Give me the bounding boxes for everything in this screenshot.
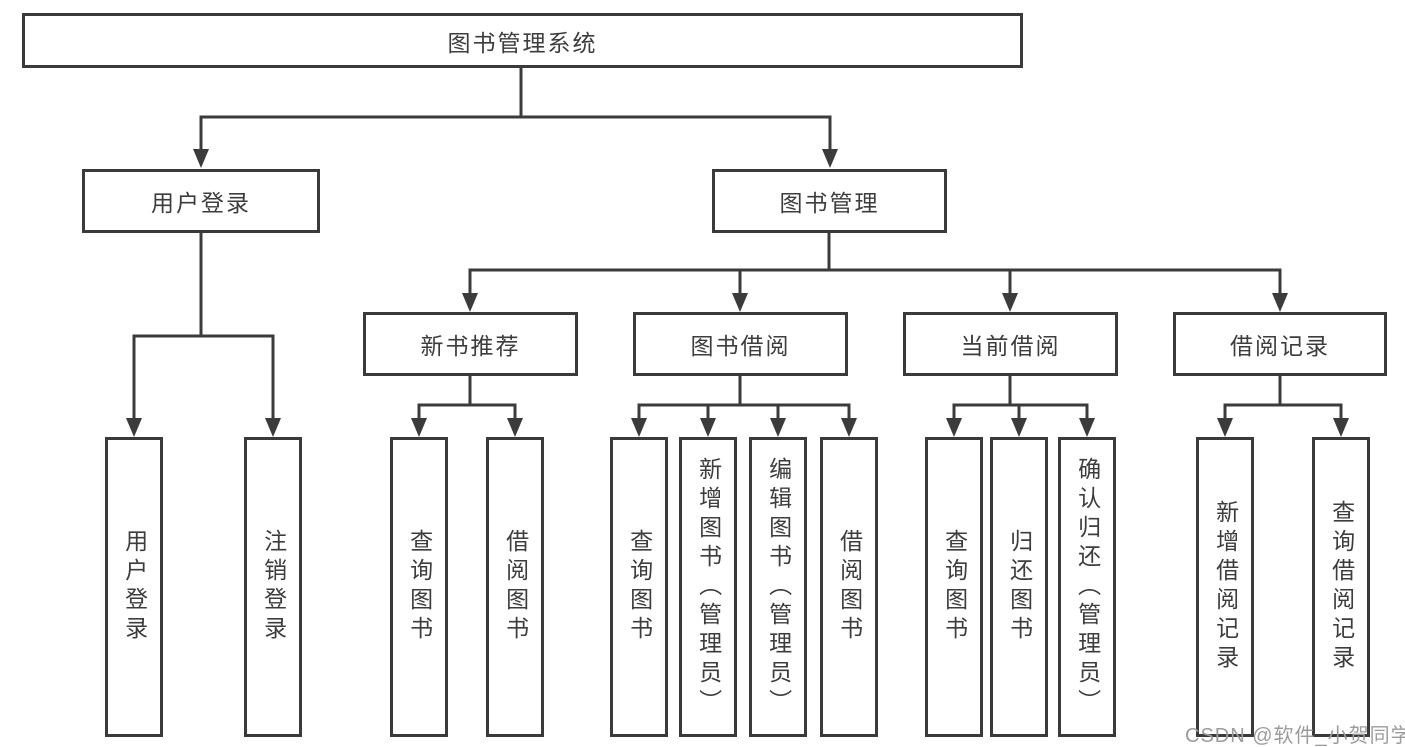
node-root-system: 图书管理系统 xyxy=(22,13,1023,68)
arrowhead xyxy=(732,293,748,312)
leaf-add-borrow-record: 新增借阅记录 xyxy=(1196,437,1254,737)
arrowhead xyxy=(1011,418,1027,437)
node-current-borrowing: 当前借阅 xyxy=(903,312,1118,376)
arrowhead xyxy=(1079,418,1095,437)
leaf-query-books-2: 查询图书 xyxy=(610,437,668,737)
arrowhead xyxy=(126,418,142,437)
arrowhead xyxy=(193,149,209,168)
node-user-login-label: 用户登录 xyxy=(151,190,251,216)
node-new-book-recommend: 新书推荐 xyxy=(363,312,578,376)
arrowhead xyxy=(1002,293,1018,312)
node-borrow-records: 借阅记录 xyxy=(1173,312,1387,376)
arrowhead xyxy=(1333,418,1349,437)
arrowhead xyxy=(1272,293,1288,312)
arrowhead xyxy=(265,418,281,437)
leaf-logout: 注销登录 xyxy=(244,437,302,737)
leaf-query-books-2-label: 查询图书 xyxy=(626,529,653,645)
leaf-return-books: 归还图书 xyxy=(990,437,1048,737)
node-borrow-records-label: 借阅记录 xyxy=(1230,333,1330,359)
leaf-edit-books-admin: 编辑图书（管理员） xyxy=(749,437,807,737)
leaf-borrow-books-2-label: 借阅图书 xyxy=(836,529,863,645)
csdn-watermark: CSDN @软件_小贺同学 xyxy=(1185,725,1405,747)
leaf-confirm-return-admin-label: 确认归还（管理员） xyxy=(1074,456,1101,718)
leaf-add-borrow-record-label: 新增借阅记录 xyxy=(1212,500,1239,674)
node-root-label: 图书管理系统 xyxy=(447,29,598,56)
connector-newbooks-to-leaves xyxy=(417,376,517,420)
leaf-borrow-books-1-label: 借阅图书 xyxy=(502,529,529,645)
leaf-edit-books-admin-label: 编辑图书（管理员） xyxy=(765,456,792,718)
node-book-borrowing-label: 图书借阅 xyxy=(690,333,791,359)
leaf-query-books-1-label: 查询图书 xyxy=(406,529,433,645)
node-book-management: 图书管理 xyxy=(712,169,947,233)
arrowhead xyxy=(946,418,962,437)
arrowhead xyxy=(411,418,427,437)
connector-userlogin-to-leaves xyxy=(132,233,275,420)
node-book-borrowing: 图书借阅 xyxy=(633,312,848,376)
leaf-query-books-1: 查询图书 xyxy=(390,437,448,737)
node-book-management-label: 图书管理 xyxy=(779,190,880,216)
node-new-book-recommend-label: 新书推荐 xyxy=(420,333,521,359)
connector-bookmgmt-to-level3 xyxy=(468,233,1282,295)
leaf-return-books-label: 归还图书 xyxy=(1006,529,1033,645)
leaf-user-login-label: 用户登录 xyxy=(121,529,148,645)
leaf-add-books-admin: 新增图书（管理员） xyxy=(679,437,737,737)
connector-records-to-leaves xyxy=(1223,376,1343,420)
connector-root-to-level2 xyxy=(199,68,832,150)
leaf-borrow-books-1: 借阅图书 xyxy=(486,437,544,737)
arrowhead xyxy=(770,418,786,437)
arrowhead xyxy=(507,418,523,437)
leaf-user-login: 用户登录 xyxy=(105,437,163,737)
arrowhead xyxy=(462,293,478,312)
leaf-borrow-books-2: 借阅图书 xyxy=(820,437,878,737)
connector-bookborrow-to-leaves xyxy=(637,376,851,420)
arrowhead xyxy=(1217,418,1233,437)
leaf-query-borrow-record-label: 查询借阅记录 xyxy=(1328,500,1355,674)
node-user-login: 用户登录 xyxy=(82,169,320,233)
arrowheads xyxy=(126,149,1349,437)
connector-currentborrow-to-leaves xyxy=(952,376,1089,420)
node-current-borrowing-label: 当前借阅 xyxy=(960,333,1061,359)
arrowhead xyxy=(841,418,857,437)
leaf-query-books-3-label: 查询图书 xyxy=(941,529,968,645)
leaf-confirm-return-admin: 确认归还（管理员） xyxy=(1058,437,1116,737)
leaf-query-borrow-record: 查询借阅记录 xyxy=(1312,437,1370,737)
leaf-query-books-3: 查询图书 xyxy=(925,437,983,737)
arrowhead xyxy=(700,418,716,437)
arrowhead xyxy=(631,418,647,437)
leaf-add-books-admin-label: 新增图书（管理员） xyxy=(695,456,722,718)
leaf-logout-label: 注销登录 xyxy=(260,529,287,645)
arrowhead xyxy=(822,149,838,168)
